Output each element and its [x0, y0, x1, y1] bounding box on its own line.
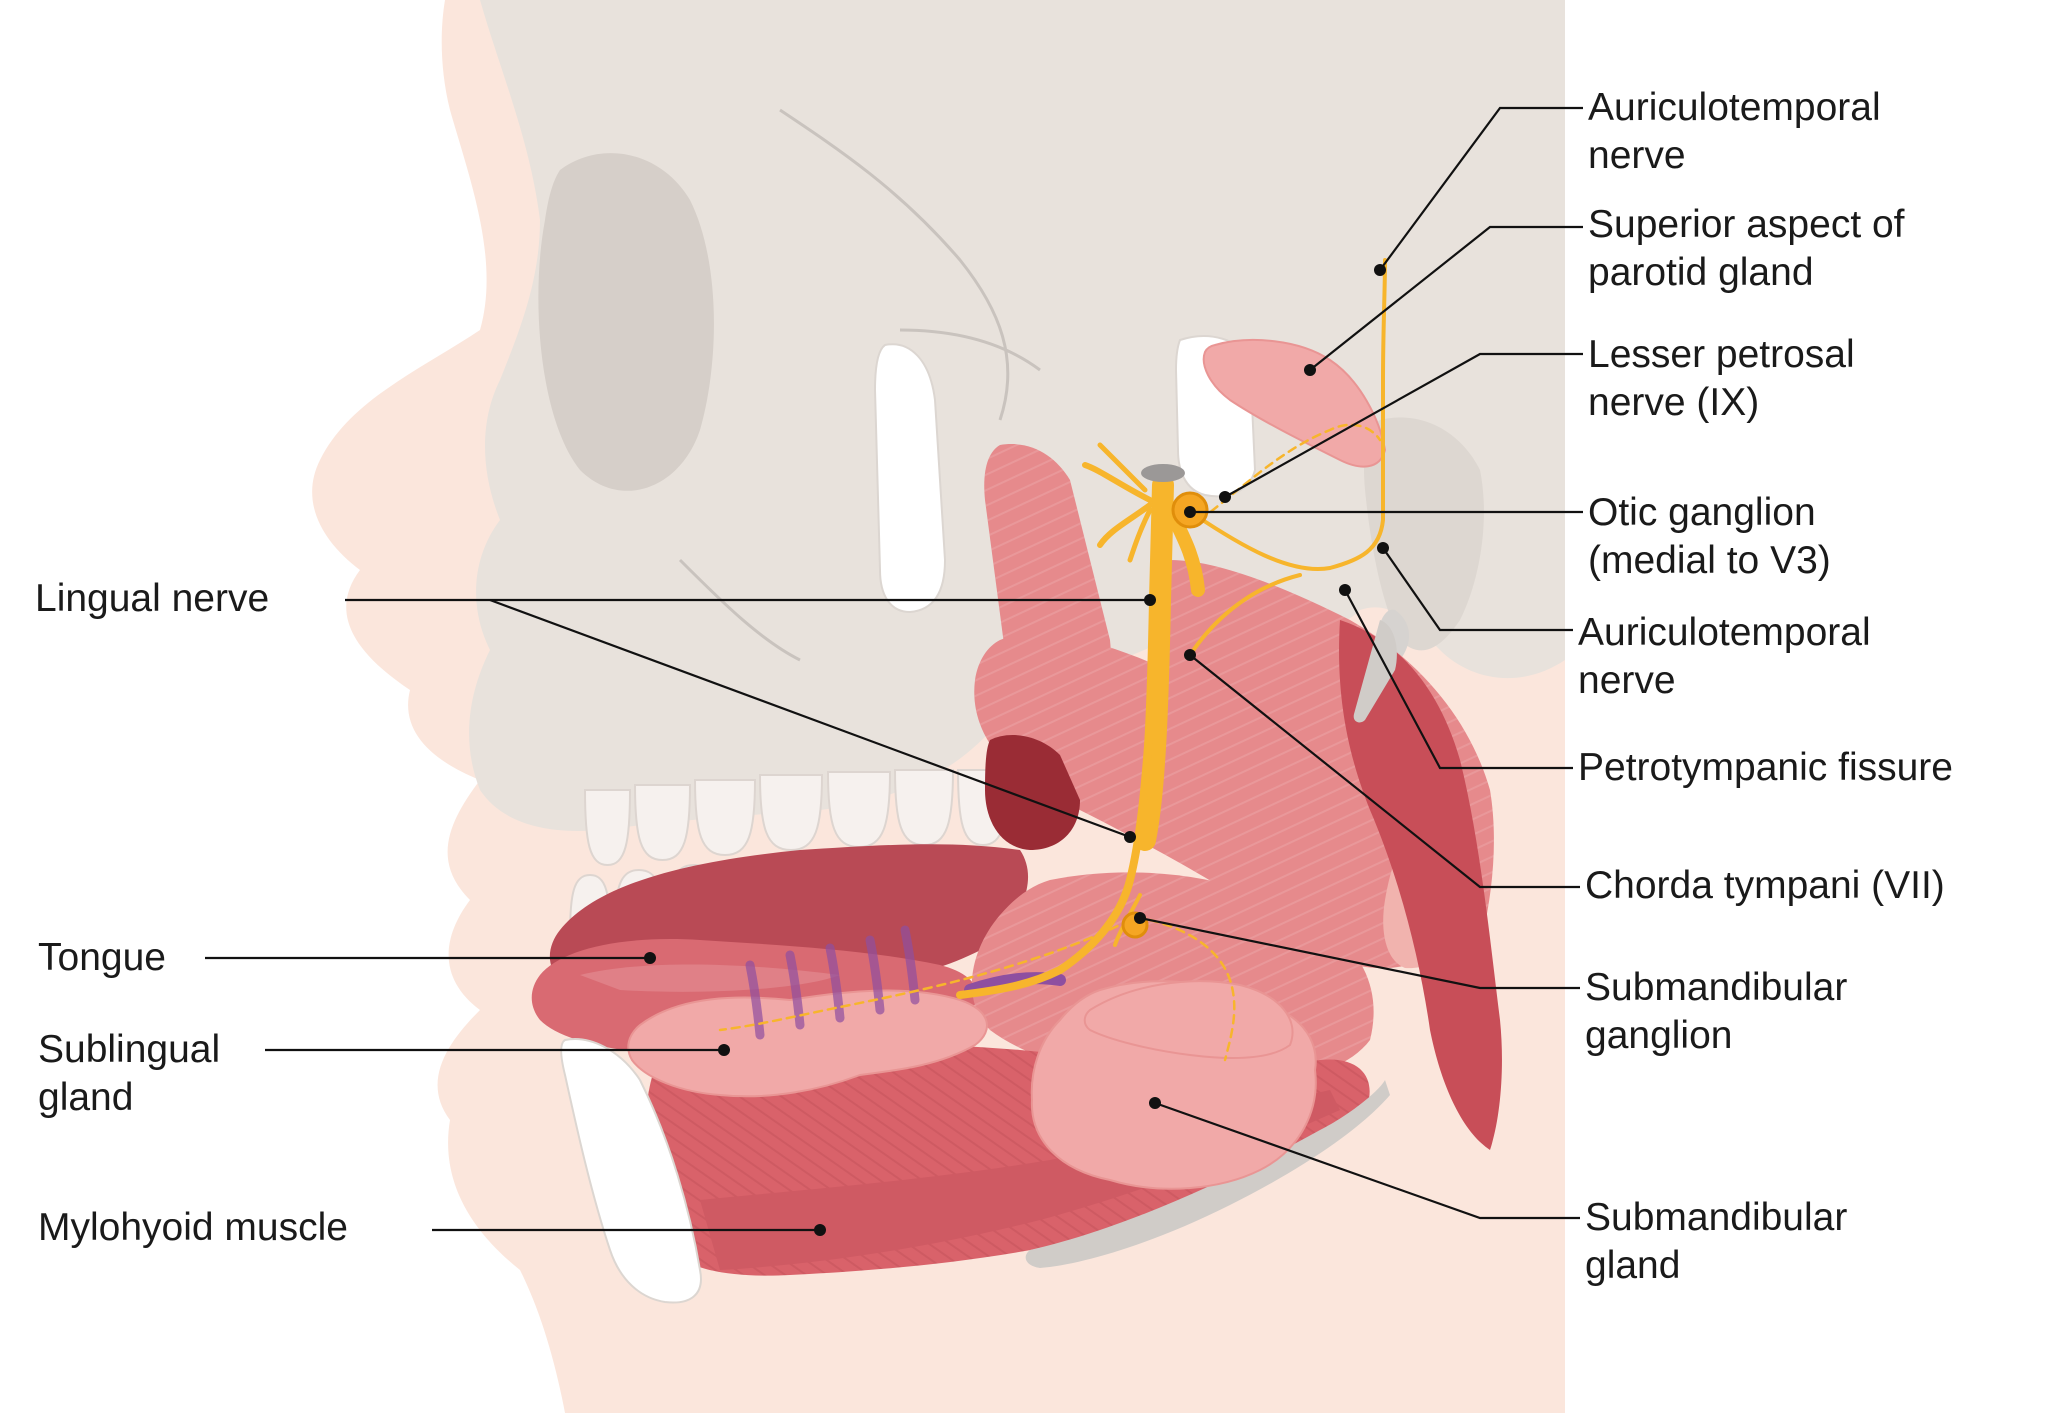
leader-lingual-lower-dot	[1124, 831, 1136, 843]
submandibular-gland-deep	[1083, 980, 1294, 1059]
secretomotor-fibers-sublingual	[718, 918, 1132, 1032]
label-submandibular-ganglion: Submandibular ganglion	[1585, 966, 1858, 1057]
leader-tongue-dot	[644, 952, 656, 964]
label-auriculotemporal-mid: Auriculotemporal nerve	[1578, 611, 1881, 702]
v3-branch-4	[1127, 507, 1153, 563]
mandibular-nerve-trunk	[1134, 474, 1174, 851]
lingual-nerve	[956, 716, 1154, 999]
label-tongue: Tongue	[38, 936, 166, 979]
leader-lingual-upper-dot	[1144, 594, 1156, 606]
leader-sublingual-dot	[718, 1044, 730, 1056]
leader-lesser-petrosal	[1224, 352, 1583, 498]
leader-lesser-petrosal-dot	[1219, 491, 1231, 503]
secretomotor-fibers-gland	[1148, 918, 1236, 1062]
inferior-alveolar-nerve	[1168, 513, 1205, 597]
medial-pterygoid-muscle-texture	[974, 633, 1463, 969]
labels: Auriculotemporal nerve Superior aspect o…	[35, 86, 1953, 1287]
leader-parotid	[1309, 225, 1583, 371]
leader-petrotympanic	[1344, 589, 1573, 770]
sublingual-duct	[865, 935, 885, 1015]
submandibular-duct	[964, 972, 1066, 996]
mandible-angle-edge	[1353, 620, 1397, 723]
leader-lingual-lower	[489, 598, 1131, 839]
mandible-cut	[560, 1038, 702, 1304]
leader-submandibular-ganglion-dot	[1134, 912, 1146, 924]
label-petrotympanic-fissure: Petrotympanic fissure	[1578, 746, 1953, 789]
nerves	[718, 258, 1387, 1062]
temporal-line	[779, 108, 1010, 421]
label-chorda-tympani: Chorda tympani (VII)	[1585, 864, 1945, 907]
label-otic-ganglion: Otic ganglion (medial to V3)	[1588, 491, 1831, 582]
mastoid-region	[1363, 417, 1484, 651]
parotid-gland	[1202, 339, 1387, 468]
tooth	[583, 789, 632, 867]
tooth	[826, 771, 892, 849]
leader-submandibular-gland	[1154, 1101, 1580, 1220]
sublingual-gland	[627, 989, 988, 1098]
tooth	[633, 784, 692, 862]
leader-petrotympanic-dot	[1339, 584, 1351, 596]
v3-branch-2	[1097, 502, 1153, 548]
secretomotor-fibers-parotid	[1198, 423, 1382, 522]
leader-otic-ganglion-dot	[1184, 506, 1196, 518]
mandible-lower-edge	[1025, 1080, 1390, 1268]
auriculotemporal-nerve-path	[1193, 258, 1387, 571]
sublingual-duct	[785, 950, 805, 1030]
leader-submandibular-ganglion	[1139, 916, 1580, 990]
skull	[469, 0, 1566, 831]
leader-chorda-tympani	[1189, 654, 1580, 889]
v3-branch-1	[1082, 462, 1153, 503]
leader-auriculotemporal-top	[1379, 106, 1583, 271]
tooth	[758, 774, 824, 852]
tooth	[893, 769, 955, 847]
label-parotid-gland: Superior aspect of parotid gland	[1588, 203, 1915, 294]
maxilla-line	[678, 558, 801, 662]
leader-submandibular-gland-dot	[1149, 1097, 1161, 1109]
sublingual-duct	[900, 925, 920, 1005]
cheek-line	[899, 328, 1041, 372]
upper-teeth	[583, 769, 1010, 867]
chorda-tympani-nerve	[1188, 573, 1302, 657]
tongue-highlight	[580, 964, 840, 992]
leader-mylohyoid-dot	[814, 1224, 826, 1236]
label-auriculotemporal-top: Auriculotemporal nerve	[1588, 86, 1891, 177]
buccinator-dark	[985, 735, 1080, 850]
v3-branch-3	[1097, 442, 1148, 493]
leader-chorda-tympani-dot	[1184, 649, 1196, 661]
label-lesser-petrosal-nerve: Lesser petrosal nerve (IX)	[1588, 333, 1865, 424]
leader-auriculotemporal-mid	[1382, 547, 1573, 632]
label-sublingual-gland: Sublingual gland	[38, 1028, 231, 1119]
label-lingual-nerve: Lingual nerve	[35, 577, 269, 620]
foramen-ovale	[1141, 464, 1185, 482]
zygoma-cut	[873, 343, 947, 614]
label-submandibular-gland: Submandibular gland	[1585, 1196, 1858, 1287]
leader-parotid-dot	[1304, 364, 1316, 376]
sublingual-duct	[825, 943, 845, 1023]
posterior-muscle-mass	[1339, 620, 1502, 1150]
leader-auriculotemporal-top-dot	[1374, 264, 1386, 276]
leader-lines	[205, 106, 1583, 1236]
leader-auriculotemporal-mid-dot	[1377, 542, 1389, 554]
label-mylohyoid-muscle: Mylohyoid muscle	[38, 1206, 348, 1249]
sublingual-duct	[745, 960, 765, 1040]
tooth	[693, 779, 757, 857]
sublingual-ducts	[745, 925, 920, 1040]
orbit	[538, 153, 714, 491]
